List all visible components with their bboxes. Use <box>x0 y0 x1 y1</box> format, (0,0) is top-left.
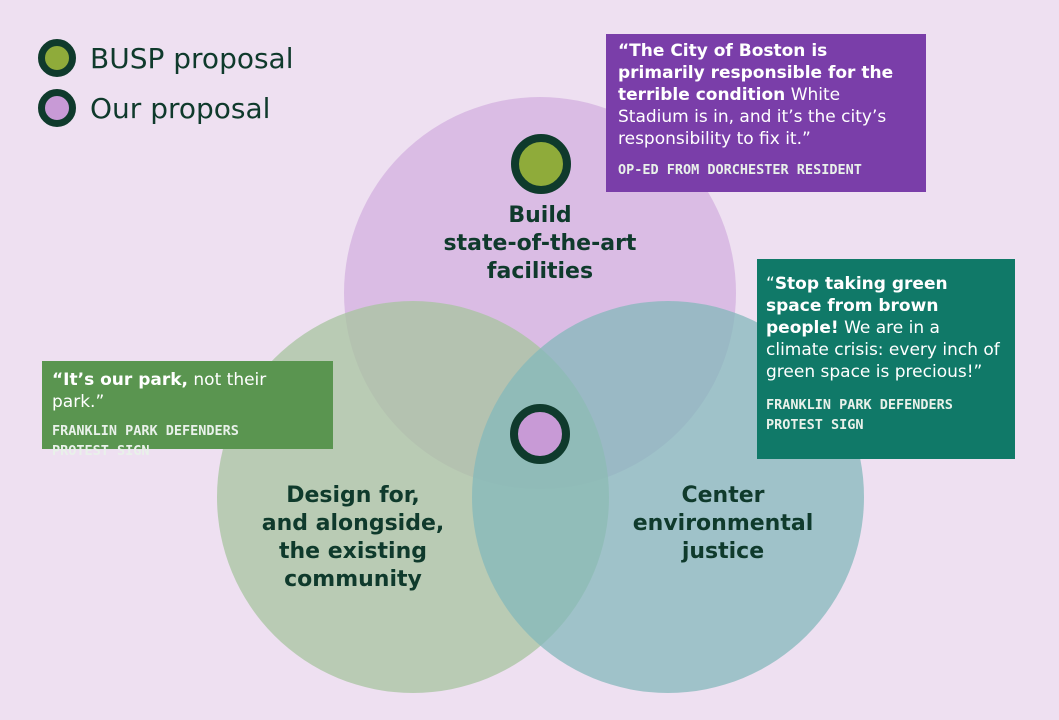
quote-text-op-ed: “The City of Boston is primarily respons… <box>618 40 914 150</box>
legend-label-ours: Our proposal <box>90 91 271 125</box>
quote-rest-green-space: We are in a climate crisis: every inch o… <box>766 318 1000 382</box>
quote-bold-op-ed: “The City of Boston is primarily respons… <box>618 41 894 105</box>
quote-attribution-green-space: FRANKLIN PARK DEFENDERS PROTEST SIGN <box>766 397 953 433</box>
circle-label-community: Design for, and alongside, the existing … <box>261 483 445 592</box>
our-dot-icon <box>38 89 76 127</box>
busp-marker-icon <box>511 134 571 194</box>
our-proposal-marker-icon <box>510 404 570 464</box>
quote-attribution-park: FRANKLIN PARK DEFENDERS PROTEST SIGN <box>52 423 239 459</box>
quote-bold-green-space: Stop taking green space from brown peopl… <box>766 274 948 338</box>
quote-box-green-space: “Stop taking green space from brown peop… <box>757 259 1015 459</box>
legend-item-busp: BUSP proposal <box>38 33 294 83</box>
quote-rest-op-ed: White Stadium is in, and it’s the city’s… <box>618 85 887 149</box>
quote-attribution-op-ed: OP-ED FROM DORCHESTER RESIDENT <box>618 162 862 178</box>
circle-label-environmental: Center environmental justice <box>632 483 814 564</box>
quote-box-op-ed: “The City of Boston is primarily respons… <box>606 34 926 192</box>
legend: BUSP proposal Our proposal <box>38 33 294 133</box>
quote-rest-park: not their park.” <box>52 370 267 412</box>
busp-dot-icon <box>38 39 76 77</box>
quote-open-green-space: “ <box>766 274 775 294</box>
circle-label-facilities: Build state-of-the-art facilities <box>443 203 637 284</box>
quote-bold-park: “It’s our park, <box>52 370 188 390</box>
legend-item-ours: Our proposal <box>38 83 294 133</box>
quote-text-park: “It’s our park, not their park.” <box>52 369 323 413</box>
quote-text-green-space: “Stop taking green space from brown peop… <box>766 273 1006 383</box>
quote-box-park: “It’s our park, not their park.” FRANKLI… <box>42 361 333 459</box>
legend-label-busp: BUSP proposal <box>90 41 294 75</box>
